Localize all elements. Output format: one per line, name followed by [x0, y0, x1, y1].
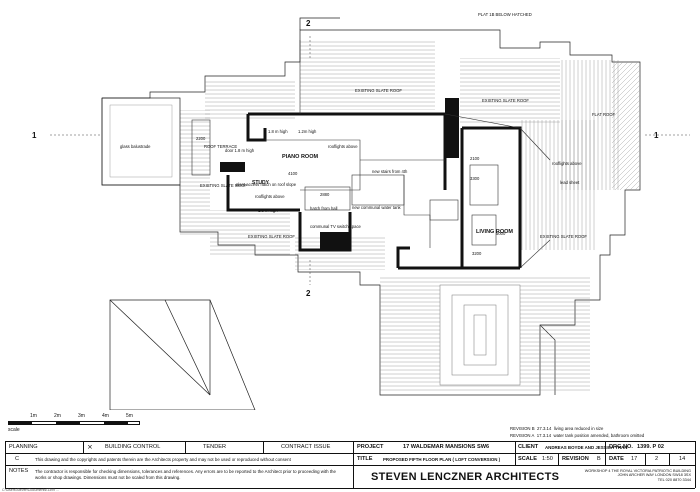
status-planning: PLANNING [9, 444, 38, 450]
label-living-room: LIVING ROOM [476, 229, 513, 235]
date-day: 17 [631, 456, 638, 462]
date-label: DATE [609, 456, 624, 462]
label-plat-hatched: PLAT 1B BELOW HATCHED [478, 12, 532, 17]
scale-bar-label: scale [8, 427, 20, 433]
dim-2880: 2880 [320, 192, 330, 197]
adjacent-roof [109, 299, 256, 410]
date-month: 2 [655, 456, 659, 462]
firm-name: STEVEN LENCZNER ARCHITECTS [371, 471, 560, 483]
floor-plan-drawing: PLAT 1B BELOW HATCHED 2 2 1 1 EXISTING S… [32, 12, 690, 410]
revision-label: REVISION [562, 456, 589, 462]
roof-hatching-right [380, 58, 620, 393]
label-flat-roof: FLAT ROOF [592, 112, 616, 117]
roof-hatching-left [180, 40, 435, 270]
label-rooflights-1: rooflights above [328, 144, 358, 149]
label-existing-slate-roof-4: EXISTING SLATE ROOF [248, 234, 295, 239]
revision-value: B [597, 456, 601, 462]
scale-tick-1: 1m [30, 413, 37, 419]
scale-tick-5: 5m [126, 413, 133, 419]
chimney-study [220, 162, 245, 172]
drg-label: DRG NO. [609, 444, 633, 450]
status-building-control: BUILDING CONTROL [105, 444, 161, 450]
section-lines [50, 36, 690, 285]
scale-bar: 1m 2m 3m 4m 5m scale [8, 413, 148, 433]
label-communal-tv: communal TV switch space [310, 224, 362, 229]
label-section-1-left: 1 [32, 131, 37, 140]
label-plant-access: plant access hatch on roof slope [236, 182, 297, 187]
status-contract-issue: CONTRACT ISSUE [281, 444, 331, 450]
date-year: 14 [679, 456, 686, 462]
dim-4100: 4100 [288, 171, 298, 176]
address-line-2: JOHN ARCHER WAY LONDON SW18 3SX [617, 473, 691, 478]
scale-tick-3: 3m [78, 413, 85, 419]
footer-file-path: C:\Users\Steven\Documents\1399 ... [2, 488, 59, 492]
label-existing-slate-roof-2: EXISTING SLATE ROOF [482, 98, 529, 103]
glass-balustrade-area [101, 97, 181, 186]
label-existing-slate-roof-3: EXISTING SLATE ROOF [200, 183, 247, 188]
copyright-code: C [15, 456, 20, 462]
status-cross-icon: ⨯ [87, 444, 93, 451]
label-existing-slate-roof-1: EXISTING SLATE ROOF [355, 88, 402, 93]
communal-tv-block [320, 232, 350, 250]
label-lead-sheet: lead sheet [560, 180, 580, 185]
firm-address: WORKSHOP 4 THE ROYAL VICTORIA PATRIOTIC … [585, 469, 691, 482]
notes-label: NOTES [9, 468, 29, 474]
label-section-2-top: 2 [306, 19, 311, 28]
address-line-3: TEL 020 8870 3344 [657, 477, 691, 482]
title-value: PROPOSED FIFTH FLOOR PLAN ( LOFT CONVERS… [383, 457, 501, 462]
project-label: PROJECT [357, 444, 384, 450]
label-h12: 1.2m high [298, 129, 317, 134]
client-label: CLIENT [518, 444, 539, 450]
drg-value: 1399. P 02 [637, 444, 664, 450]
label-h18b: 1.8 m high [258, 208, 278, 213]
internal-lines [191, 40, 551, 269]
label-rooflights-2: rooflights above [255, 194, 285, 199]
dim-5000: 5000 [496, 231, 506, 236]
label-h18: 1.8 m high [268, 129, 288, 134]
flat-roof-hatch [612, 62, 640, 190]
client-value: ANDREAS BOYDE AND JESSICA TRAN [545, 445, 628, 450]
label-new-water-tank: new communal water tank [352, 205, 402, 210]
scale-value: 1:50 [542, 456, 553, 462]
dim-2200: 2200 [196, 136, 206, 141]
label-existing-slate-roof-5: EXISTING SLATE ROOF [540, 234, 587, 239]
label-new-stairs: new stairs from 4th [372, 169, 408, 174]
status-tender: TENDER [203, 444, 226, 450]
notes-text: The contractor is responsible for checki… [35, 469, 336, 480]
copyright-text: This drawing and the copyrights and pate… [35, 457, 291, 462]
label-section-2-bottom: 2 [306, 289, 311, 298]
scale-label: SCALE [518, 456, 537, 462]
project-value: 17 WALDEMAR MANSIONS SW6 [403, 444, 490, 450]
dim-3200: 3200 [472, 251, 482, 256]
title-block: PLANNING ⨯ BUILDING CONTROL TENDER CONTR… [5, 441, 696, 489]
label-rooflights-3: rooflights above [552, 161, 582, 166]
label-hatch-from-hall: hatch from hall [310, 206, 338, 211]
chimney-stack [445, 98, 459, 158]
label-section-1-right: 1 [654, 131, 659, 140]
dim-2100: 2100 [470, 156, 480, 161]
dim-3300: 3300 [470, 176, 480, 181]
title-label: TITLE [357, 456, 373, 462]
revision-a: REVISION A 17.3.14 water tank position a… [510, 433, 645, 438]
scale-tick-2: 2m [54, 413, 61, 419]
label-glass-balustrade: glass balustrade [120, 144, 151, 149]
label-roof-terrace: ROOF TERRACE [204, 144, 237, 149]
scale-tick-4: 4m [102, 413, 109, 419]
label-study: STUDY [252, 180, 270, 186]
label-door-high: door 1.8 m high [225, 148, 255, 153]
label-piano-room: PIANO ROOM [282, 154, 318, 160]
address-line-1: WORKSHOP 4 THE ROYAL VICTORIA PATRIOTIC … [584, 469, 691, 473]
revision-b: REVISION B 27.3.14 living area reduced i… [510, 426, 604, 431]
